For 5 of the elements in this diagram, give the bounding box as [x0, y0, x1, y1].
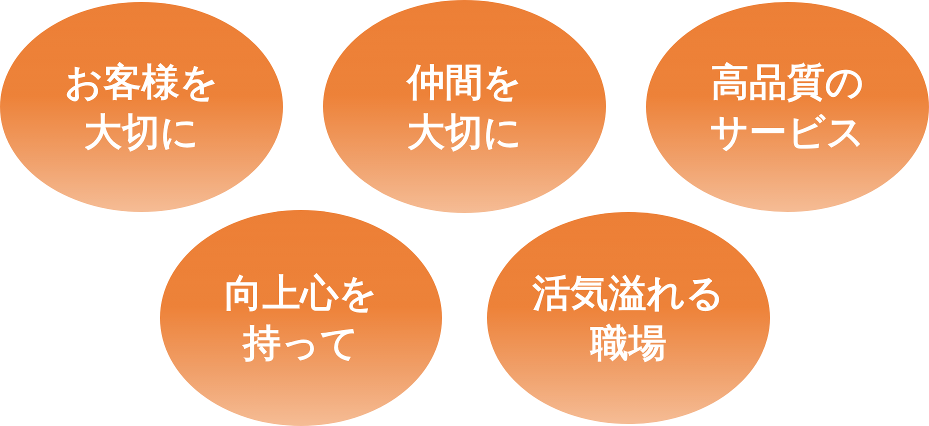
node-label: 活気溢れる職場: [531, 270, 726, 367]
node-label: 高品質のサービス: [709, 59, 866, 156]
node-label: 向上心を持って: [224, 270, 378, 367]
node-label: 仲間を大切に: [405, 58, 523, 156]
node-label: お客様を大切に: [64, 59, 220, 156]
